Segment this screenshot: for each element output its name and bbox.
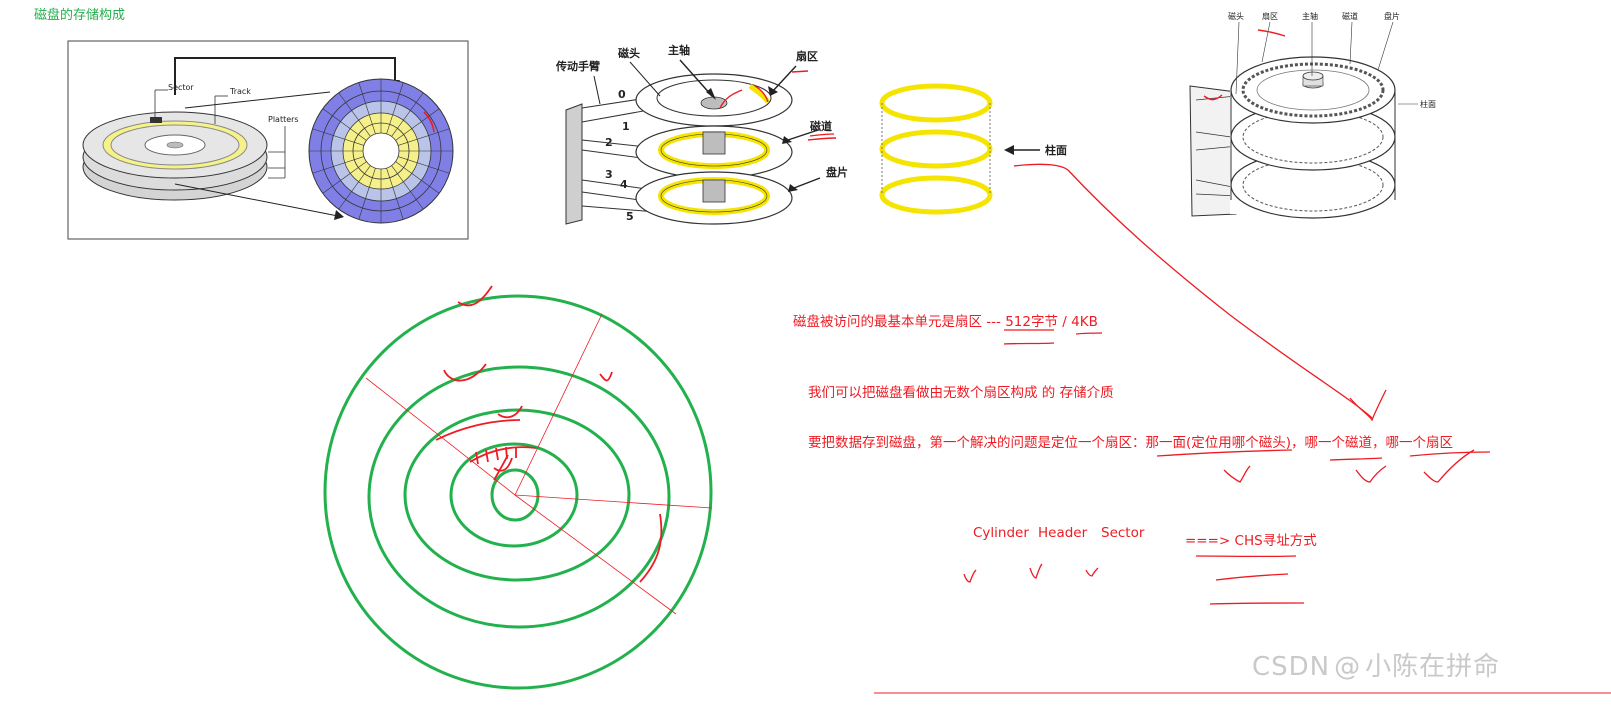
- sector-divider: [395, 108, 440, 141]
- surface-num-2: 2: [605, 136, 613, 149]
- sector-divider: [312, 156, 364, 174]
- label-head: 磁头: [618, 46, 640, 60]
- sector-divider: [312, 128, 364, 146]
- figure-middle: 传动手臂 磁头 主轴 扇区 磁道 盘片 0 1 2 3 4 5: [555, 43, 848, 225]
- sector-divider: [391, 165, 424, 210]
- sector-divider: [395, 161, 440, 194]
- label-sector-en: Sector: [168, 83, 194, 92]
- zoom-connector: [174, 57, 396, 95]
- sector-divider: [322, 161, 367, 194]
- chs-line: ===> CHS寻址方式: [1185, 529, 1317, 549]
- zoomed-platter: [308, 78, 454, 224]
- surface-num-5: 5: [626, 210, 634, 223]
- note-line-1-size1: 512字节: [1005, 314, 1058, 330]
- track-diagram: [323, 285, 713, 690]
- watermark-at: @: [1334, 652, 1362, 682]
- track-circle-3: [403, 408, 631, 582]
- watermark-author: 小陈在拼命: [1365, 652, 1501, 682]
- chs-term-cylinder: Cylinder: [973, 525, 1029, 541]
- label-spindle: 主轴: [668, 43, 690, 57]
- spindle: [702, 131, 726, 155]
- sector-divider: [391, 92, 424, 137]
- platter-stack: [82, 111, 268, 201]
- sector-divider: [322, 108, 367, 141]
- chs-term-sector: Sector: [1101, 525, 1145, 541]
- cylinder-track-bottom: [879, 175, 993, 215]
- note-underlines: [874, 329, 1611, 694]
- sector-divider: [398, 156, 450, 174]
- label-track: 磁道: [810, 119, 832, 133]
- sector-divider: [358, 168, 376, 220]
- note-line-3-face: 那一面(定位用哪个磁头): [1145, 435, 1292, 451]
- right-platters: [1230, 56, 1396, 219]
- annotation-arrow: [1013, 163, 1373, 419]
- track-circle-5: [490, 468, 540, 522]
- sector-divider: [386, 168, 404, 220]
- label-cylinder: 柱面: [1045, 143, 1067, 157]
- chs-term-header: Header: [1038, 525, 1088, 541]
- note-line-3-sep2: ，: [1372, 435, 1386, 451]
- watermark-site: CSDN: [1252, 652, 1331, 682]
- label-right-head: 磁头: [1228, 11, 1244, 21]
- cylinder-track-top: [879, 83, 993, 123]
- note-line-3-track: 哪一个磁道: [1304, 435, 1373, 451]
- surface-num-3: 3: [605, 168, 613, 181]
- sector-divider: [358, 82, 376, 134]
- note-line-3: 要把数据存到磁盘，第一个解决的问题是定位一个扇区：那一面(定位用哪个磁头)，哪一…: [808, 431, 1453, 451]
- actuator-arm: [565, 103, 583, 225]
- cylinder-track-middle: [879, 129, 993, 169]
- sector-divider: [338, 165, 371, 210]
- right-head-assembly: [1189, 85, 1237, 217]
- note-line-1-text: 磁盘被访问的最基本单元是扇区 ---: [793, 314, 1006, 330]
- track-circle-2: [367, 365, 671, 629]
- label-right-platter: 盘片: [1384, 11, 1400, 21]
- track-circle-1: [323, 294, 713, 690]
- label-right-sector: 扇区: [1262, 11, 1278, 21]
- label-track-en: Track: [229, 87, 251, 96]
- chs-arrow: ===>: [1185, 533, 1235, 549]
- note-line-3-sep1: ，: [1291, 435, 1305, 451]
- watermark: CSDN@小陈在拼命: [1248, 646, 1500, 683]
- figure-cylinder: 柱面: [879, 83, 1067, 215]
- track-circle-4: [449, 442, 579, 548]
- note-line-1-size2: 4KB: [1071, 314, 1098, 330]
- sector-block: [150, 117, 162, 123]
- label-platter: 盘片: [826, 165, 848, 179]
- surface-num-0: 0: [618, 88, 626, 101]
- note-line-2: 我们可以把磁盘看做由无数个扇区构成 的 存储介质: [808, 385, 1114, 401]
- surface-num-1: 1: [622, 120, 630, 133]
- surface-num-4: 4: [620, 178, 628, 191]
- label-sector: 扇区: [796, 49, 818, 63]
- label-right-cylinder: 柱面: [1420, 99, 1436, 109]
- figure-right: 磁头 扇区 主轴 磁道 盘片 柱面: [1189, 11, 1436, 219]
- note-line-1: 磁盘被访问的最基本单元是扇区 --- 512字节 / 4KB: [793, 310, 1098, 330]
- label-right-track: 磁道: [1342, 11, 1358, 21]
- chs-label: CHS寻址方式: [1234, 533, 1317, 549]
- note-line-3-prefix: 要把数据存到磁盘，第一个解决的问题是定位一个扇区：: [808, 435, 1146, 451]
- sector-divider: [386, 82, 404, 134]
- note-line-1-sep: /: [1057, 314, 1072, 330]
- note-line-3-sector: 哪一个扇区: [1385, 435, 1454, 451]
- label-arm: 传动手臂: [555, 59, 600, 73]
- sector-divider: [338, 92, 371, 137]
- sector-divider: [398, 128, 450, 146]
- figure-left: Sector Track Platters: [67, 40, 469, 240]
- page-title: 磁盘的存储构成: [34, 8, 126, 23]
- label-platters-en: Platters: [268, 115, 299, 124]
- label-right-spindle: 主轴: [1302, 11, 1318, 21]
